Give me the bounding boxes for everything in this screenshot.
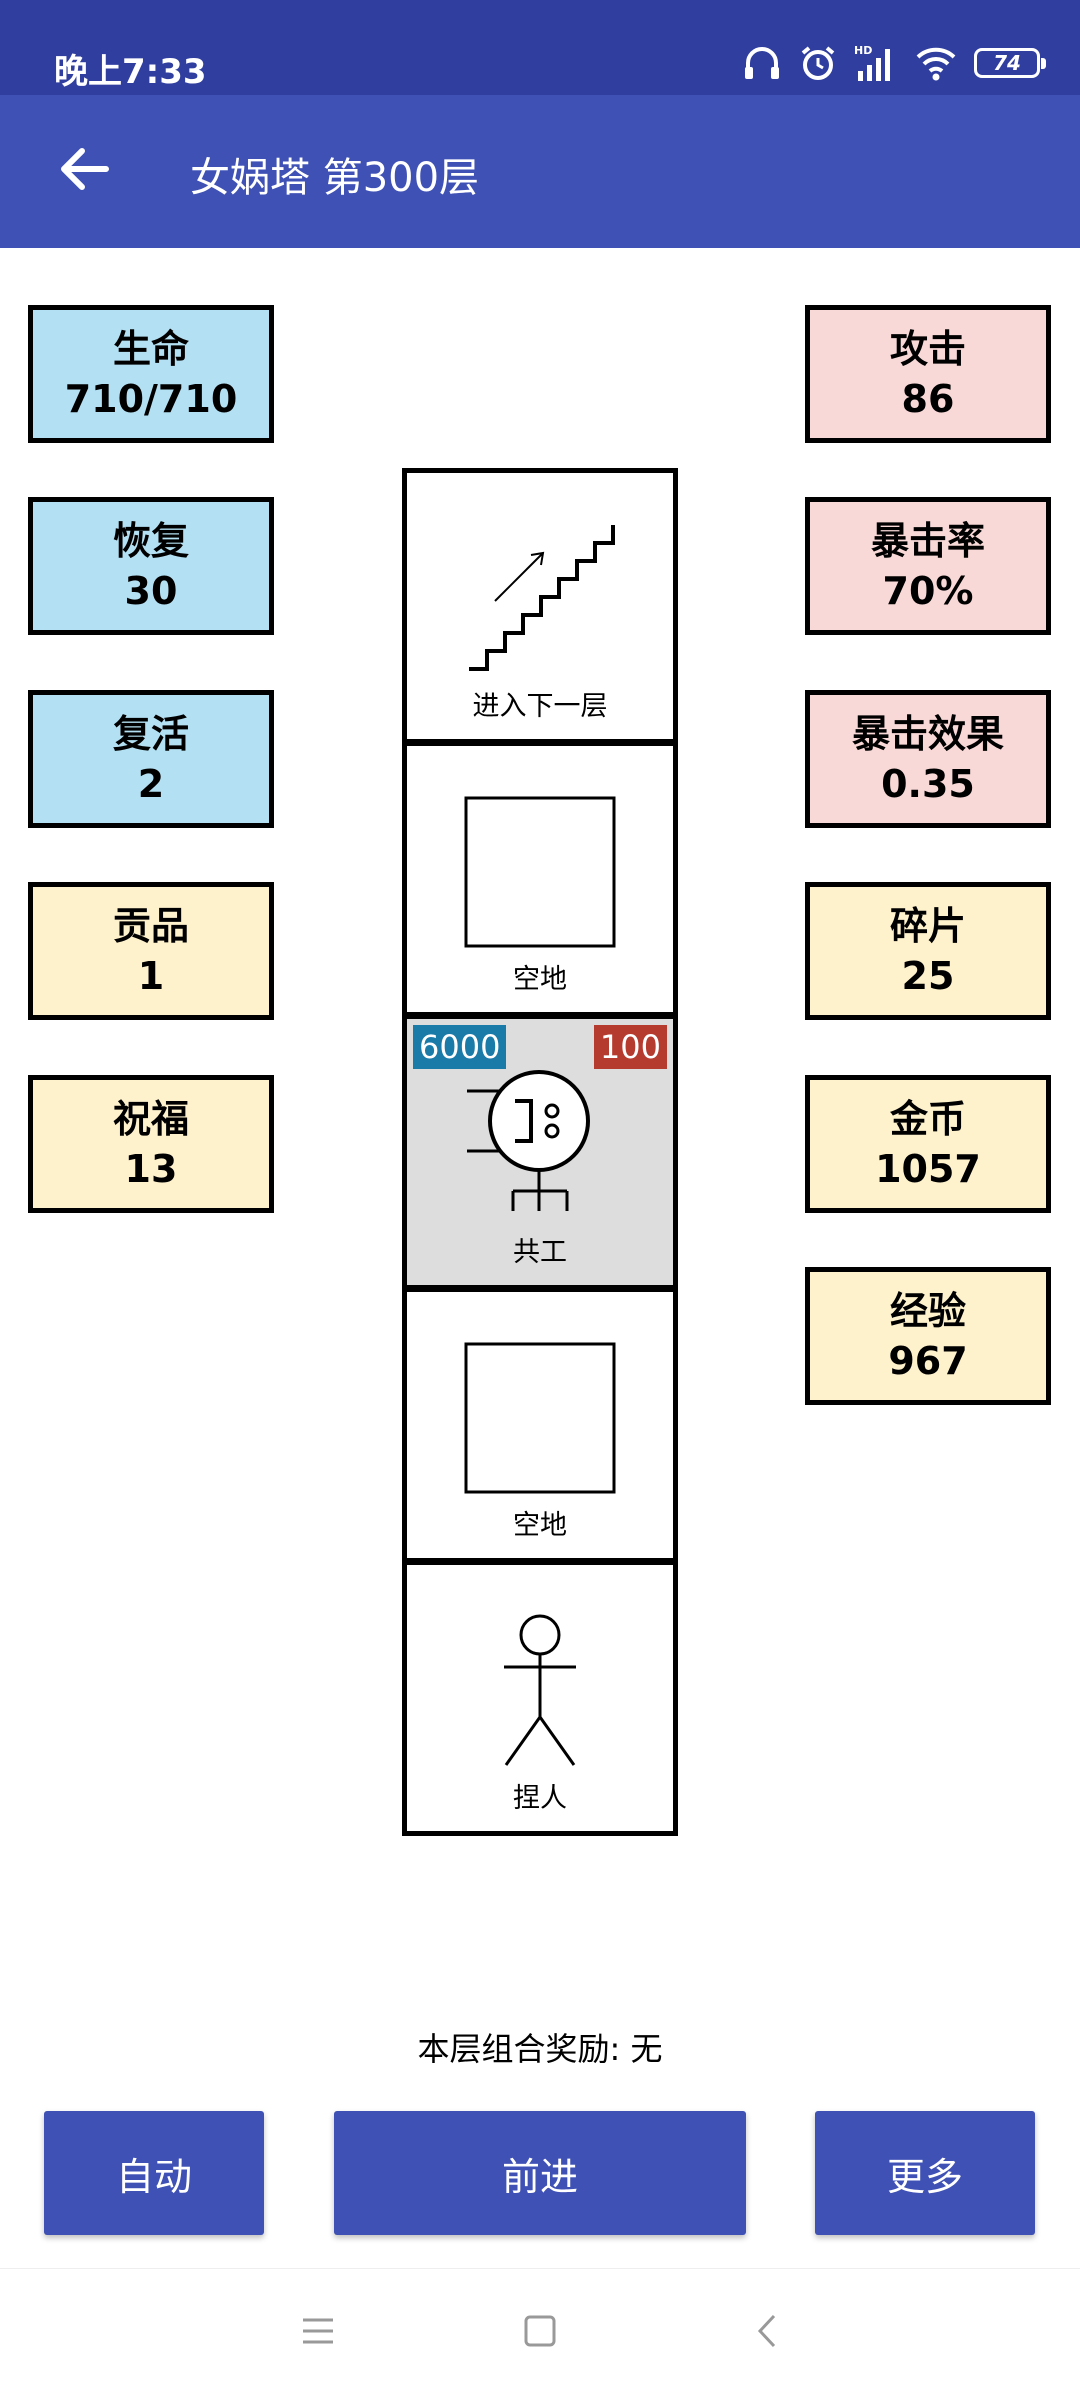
tower-cell-empty[interactable]: 空地 (402, 741, 678, 1017)
stat-label: 贡品 (112, 904, 189, 948)
back-nav-icon[interactable] (750, 2313, 786, 2349)
cell-label: 捏人 (513, 1783, 567, 1814)
page-title: 女娲塔 第300层 (190, 155, 480, 201)
stat-label: 金币 (889, 1097, 966, 1141)
stat-blessing: 祝福 13 (28, 1075, 274, 1213)
stick-figure-icon (504, 1614, 576, 1766)
empty-square-icon (464, 796, 616, 948)
stat-exp: 经验 967 (805, 1267, 1051, 1405)
home-icon[interactable] (522, 2313, 558, 2349)
network-label: HD (854, 44, 872, 57)
cell-label: 进入下一层 (472, 691, 608, 722)
wifi-icon (916, 47, 956, 81)
headphones-icon (745, 47, 779, 79)
tower-cell-empty[interactable]: 空地 (402, 1287, 678, 1563)
stat-offering: 贡品 1 (28, 882, 274, 1020)
stat-hp: 生命 710/710 (28, 305, 274, 443)
tower-cell-monster[interactable]: 6000 100 共工 (402, 1014, 678, 1290)
stat-label: 攻击 (889, 327, 966, 371)
stat-value: 0.35 (881, 762, 975, 806)
battery-level: 74 (993, 51, 1021, 75)
stat-label: 复活 (112, 712, 189, 756)
tower-cell-player[interactable]: 捏人 (402, 1560, 678, 1836)
stat-value: 1 (137, 954, 165, 998)
cell-label: 空地 (513, 964, 567, 995)
stat-label: 暴击效果 (851, 712, 1004, 756)
stat-regen: 恢复 30 (28, 497, 274, 635)
stat-label: 生命 (112, 327, 189, 371)
stat-label: 碎片 (889, 904, 966, 948)
cell-label: 空地 (513, 1510, 567, 1541)
stat-fragments: 碎片 25 (805, 882, 1051, 1020)
status-time: 晚上7:33 (54, 52, 207, 92)
stat-value: 13 (124, 1147, 178, 1191)
signal-icon: HD (854, 44, 890, 81)
status-bar: 晚上7:33 HD 74 (0, 0, 1080, 95)
stat-value: 1057 (875, 1147, 981, 1191)
stat-value: 2 (137, 762, 165, 806)
stat-crit-effect: 暴击效果 0.35 (805, 690, 1051, 828)
stat-revive: 复活 2 (28, 690, 274, 828)
stat-label: 经验 (889, 1289, 966, 1333)
monster-icon (467, 1070, 590, 1211)
stat-value: 70% (882, 569, 974, 613)
battery-icon: 74 (974, 48, 1046, 78)
floor-reward-text: 本层组合奖励: 无 (417, 2030, 663, 2068)
stat-crit-rate: 暴击率 70% (805, 497, 1051, 635)
stat-label: 祝福 (112, 1097, 189, 1141)
auto-button[interactable]: 自动 (44, 2111, 264, 2235)
monster-hp-badge: 6000 (413, 1025, 507, 1069)
stat-value: 86 (901, 377, 955, 421)
cell-label: 共工 (513, 1237, 567, 1268)
stat-attack: 攻击 86 (805, 305, 1051, 443)
empty-square-icon (464, 1342, 616, 1494)
back-arrow-icon[interactable] (58, 143, 110, 195)
tower-column: 进入下一层 空地 6000 100 共工 空地 捏人 (402, 468, 678, 1836)
alarm-icon (801, 46, 835, 80)
status-icons: HD 74 (742, 38, 1046, 88)
more-button[interactable]: 更多 (815, 2111, 1035, 2235)
system-nav-bar (0, 2268, 1080, 2400)
stat-value: 25 (901, 954, 955, 998)
tower-cell-stairs[interactable]: 进入下一层 (402, 468, 678, 744)
monster-attack-badge: 100 (593, 1025, 667, 1069)
stat-label: 恢复 (112, 519, 189, 563)
stat-gold: 金币 1057 (805, 1075, 1051, 1213)
forward-button[interactable]: 前进 (334, 2111, 746, 2235)
stat-label: 暴击率 (870, 519, 985, 563)
stat-value: 967 (888, 1339, 968, 1383)
stat-value: 30 (124, 569, 178, 613)
app-bar: 女娲塔 第300层 (0, 95, 1080, 248)
menu-icon[interactable] (300, 2313, 336, 2349)
stairs-icon (469, 525, 615, 671)
stat-value: 710/710 (64, 377, 238, 421)
